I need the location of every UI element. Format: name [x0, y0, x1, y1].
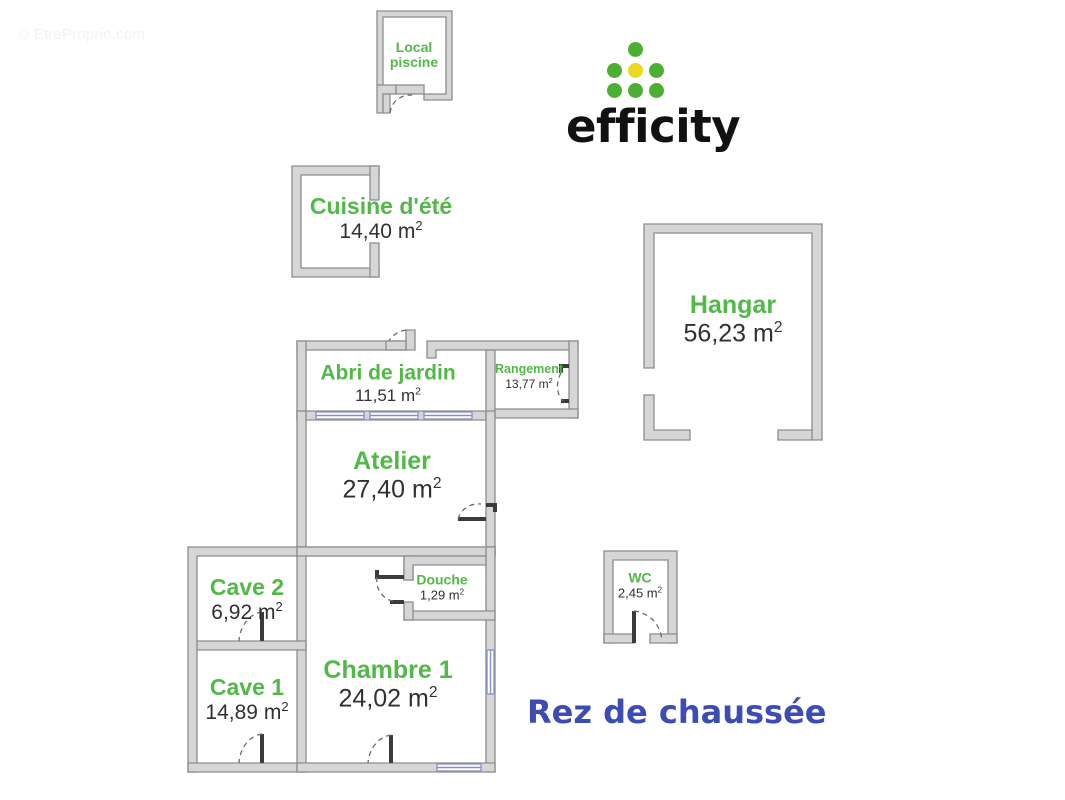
floor-title: Rez de chaussée	[527, 693, 827, 731]
room-shape-cuisine-ete	[291, 165, 380, 278]
window-chambre-bottom	[436, 763, 482, 772]
watermark: © EtreProprio.com	[18, 26, 145, 43]
logo-dot-1	[607, 63, 622, 78]
room-shape-hangar	[643, 223, 823, 441]
room-shape-local-piscine	[376, 10, 453, 114]
window-abri-1	[315, 411, 365, 420]
efficity-logo: efficity	[566, 42, 741, 153]
room-shape-wc	[603, 550, 678, 644]
logo-dot-6	[649, 83, 664, 98]
logo-dots	[601, 42, 671, 98]
logo-dot-5	[628, 83, 643, 98]
logo-dot-2	[628, 63, 643, 78]
window-chambre-right	[486, 649, 495, 695]
logo-dot-4	[607, 83, 622, 98]
logo-dot-3	[649, 63, 664, 78]
logo-dot-0	[628, 42, 643, 57]
window-abri-2	[369, 411, 419, 420]
logo-wordmark: efficity	[566, 100, 741, 153]
window-abri-3	[423, 411, 473, 420]
building-walls-main	[187, 329, 579, 773]
